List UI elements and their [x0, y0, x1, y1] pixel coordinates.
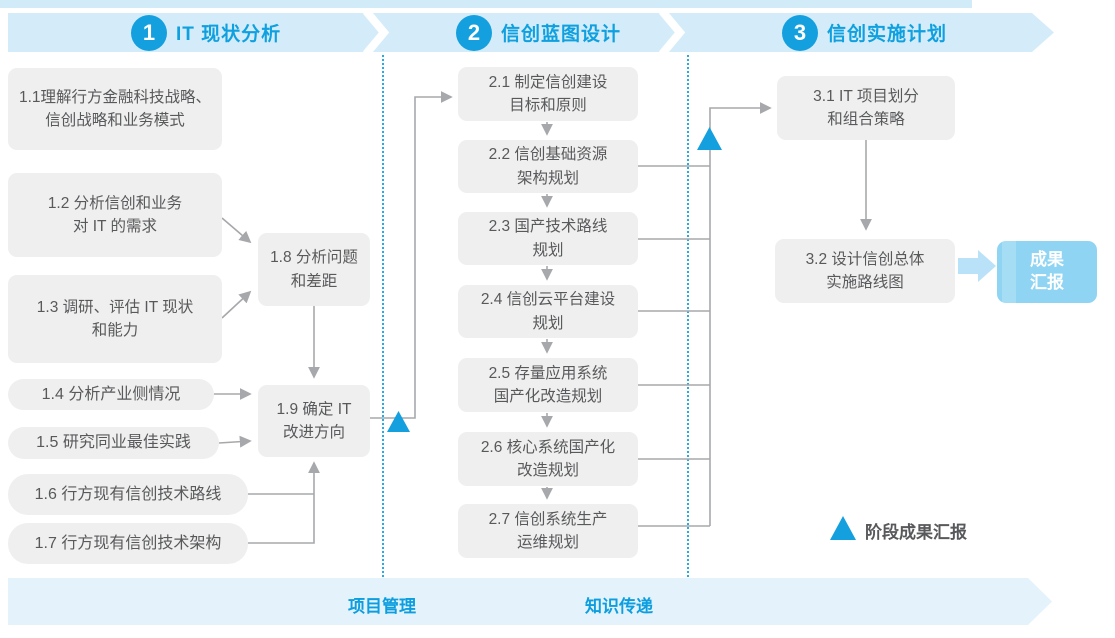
box-2-4: 2.4 信创云平台建设 规划 — [458, 285, 638, 338]
box-2-6-line2: 改造规划 — [516, 462, 579, 479]
box-1-3-line1: 1.3 调研、评估 IT 现状 — [36, 298, 194, 316]
box-1-9: 1.9 确定 IT 改进方向 — [258, 385, 370, 457]
box-2-6-line1: 2.6 核心系统国产化 — [480, 438, 616, 456]
box-1-8-line1: 1.8 分析问题 — [270, 249, 358, 267]
box-3-1-line1: 3.1 IT 项目划分 — [813, 87, 919, 105]
box-1-1: 1.1理解行方金融科技战略、 信创战略和业务模式 — [8, 68, 222, 150]
result-report-line1: 成果 — [1030, 250, 1064, 270]
box-2-3: 2.3 国产技术路线 规划 — [458, 212, 638, 265]
box-3-1: 3.1 IT 项目划分 和组合策略 — [777, 76, 955, 140]
box-1-2: 1.2 分析信创和业务 对 IT 的需求 — [8, 173, 222, 257]
box-3-2: 3.2 设计信创总体 实施路线图 — [775, 239, 955, 303]
box-1-4: 1.4 分析产业侧情况 — [8, 379, 214, 410]
box-2-6: 2.6 核心系统国产化 改造规划 — [458, 432, 638, 486]
footer-item-knowledge-transfer: 知识传递 — [585, 597, 653, 616]
box-2-7: 2.7 信创系统生产 运维规划 — [458, 504, 638, 558]
box-2-2: 2.2 信创基础资源 架构规划 — [458, 140, 638, 193]
box-2-7-line1: 2.7 信创系统生产 — [488, 510, 608, 528]
phase-1-number-badge: 1 — [131, 14, 167, 51]
phase-2-header: 2 信创蓝图设计 — [456, 13, 621, 52]
phase-3-number-badge: 3 — [782, 14, 818, 51]
phase-header-ribbon — [8, 13, 1054, 52]
box-1-8-line2: 和差距 — [290, 272, 338, 290]
box-2-1-line2: 目标和原则 — [509, 97, 587, 114]
box-1-8: 1.8 分析问题 和差距 — [258, 233, 370, 306]
result-report-box: 成果 汇报 — [997, 241, 1097, 303]
phase-2-number-badge: 2 — [456, 14, 492, 51]
box-2-4-line1: 2.4 信创云平台建设 — [480, 291, 616, 309]
box-2-3-line1: 2.3 国产技术路线 — [488, 218, 608, 236]
result-report-line2: 汇报 — [1030, 273, 1064, 292]
milestone-triangle-icon — [697, 127, 722, 150]
milestone-triangle-icon — [387, 411, 410, 432]
box-3-2-line1: 3.2 设计信创总体 — [805, 250, 925, 268]
phase-1-header: 1 IT 现状分析 — [131, 13, 281, 52]
box-1-3-line2: 和能力 — [91, 322, 139, 339]
phase-separator-chevron-icon — [362, 13, 390, 52]
box-1-7-line1: 1.7 行方现有信创技术架构 — [34, 534, 222, 552]
phase-divider-dotted-line — [382, 55, 384, 577]
box-2-5-line2: 国产化改造规划 — [493, 388, 603, 405]
box-1-4-line1: 1.4 分析产业侧情况 — [41, 385, 181, 403]
phase-2-title: 信创蓝图设计 — [501, 24, 622, 45]
box-1-1-line1: 1.1理解行方金融科技战略、 — [18, 88, 212, 106]
legend-stage-report-label: 阶段成果汇报 — [865, 523, 967, 542]
box-1-5-line1: 1.5 研究同业最佳实践 — [36, 434, 191, 451]
phase-divider-dotted-line — [687, 55, 689, 577]
connector-phase2-to-3-1 — [709, 102, 772, 526]
phase-3-title: 信创实施计划 — [827, 24, 948, 45]
top-accent-strip — [0, 0, 972, 8]
connector-1-7-to-1-9 — [248, 461, 320, 544]
result-arrow-icon — [958, 250, 996, 282]
box-1-2-line1: 1.2 分析信创和业务 — [47, 194, 183, 212]
box-1-5: 1.5 研究同业最佳实践 — [8, 427, 219, 459]
phase-separator-chevron-icon — [658, 13, 686, 52]
box-2-2-line2: 架构规划 — [516, 169, 579, 187]
box-2-2-line1: 2.2 信创基础资源 — [488, 146, 608, 164]
box-1-1-line2: 信创战略和业务模式 — [45, 112, 185, 129]
phase-3-header: 3 信创实施计划 — [782, 13, 947, 52]
footer-ribbon — [8, 578, 1052, 625]
box-1-6: 1.6 行方现有信创技术路线 — [8, 474, 248, 515]
connector-1-3-to-1-8 — [221, 290, 252, 319]
box-2-3-line2: 规划 — [532, 241, 564, 259]
box-1-6-line1: 1.6 行方现有信创技术路线 — [34, 485, 222, 503]
connector-1-2-to-1-8 — [221, 217, 252, 244]
phase-1-title: IT 现状分析 — [176, 24, 282, 45]
box-2-1-line1: 2.1 制定信创建设 — [488, 73, 608, 91]
box-2-4-line2: 规划 — [532, 314, 564, 332]
box-2-5-line1: 2.5 存量应用系统 — [488, 364, 608, 382]
box-2-7-line2: 运维规划 — [516, 534, 579, 551]
box-3-2-line2: 实施路线图 — [826, 274, 904, 291]
connector-1-5-to-1-9 — [218, 435, 252, 448]
stage-report-triangle-icon — [830, 516, 856, 540]
box-1-7: 1.7 行方现有信创技术架构 — [8, 523, 248, 564]
box-1-3: 1.3 调研、评估 IT 现状 和能力 — [8, 275, 222, 363]
box-2-5: 2.5 存量应用系统 国产化改造规划 — [458, 358, 638, 412]
footer-item-project-management: 项目管理 — [348, 597, 416, 616]
box-3-1-line2: 和组合策略 — [827, 111, 905, 128]
box-1-2-line2: 对 IT 的需求 — [72, 218, 158, 235]
box-1-9-line1: 1.9 确定 IT — [276, 400, 352, 418]
box-1-9-line2: 改进方向 — [282, 424, 345, 441]
box-2-1: 2.1 制定信创建设 目标和原则 — [458, 67, 638, 121]
